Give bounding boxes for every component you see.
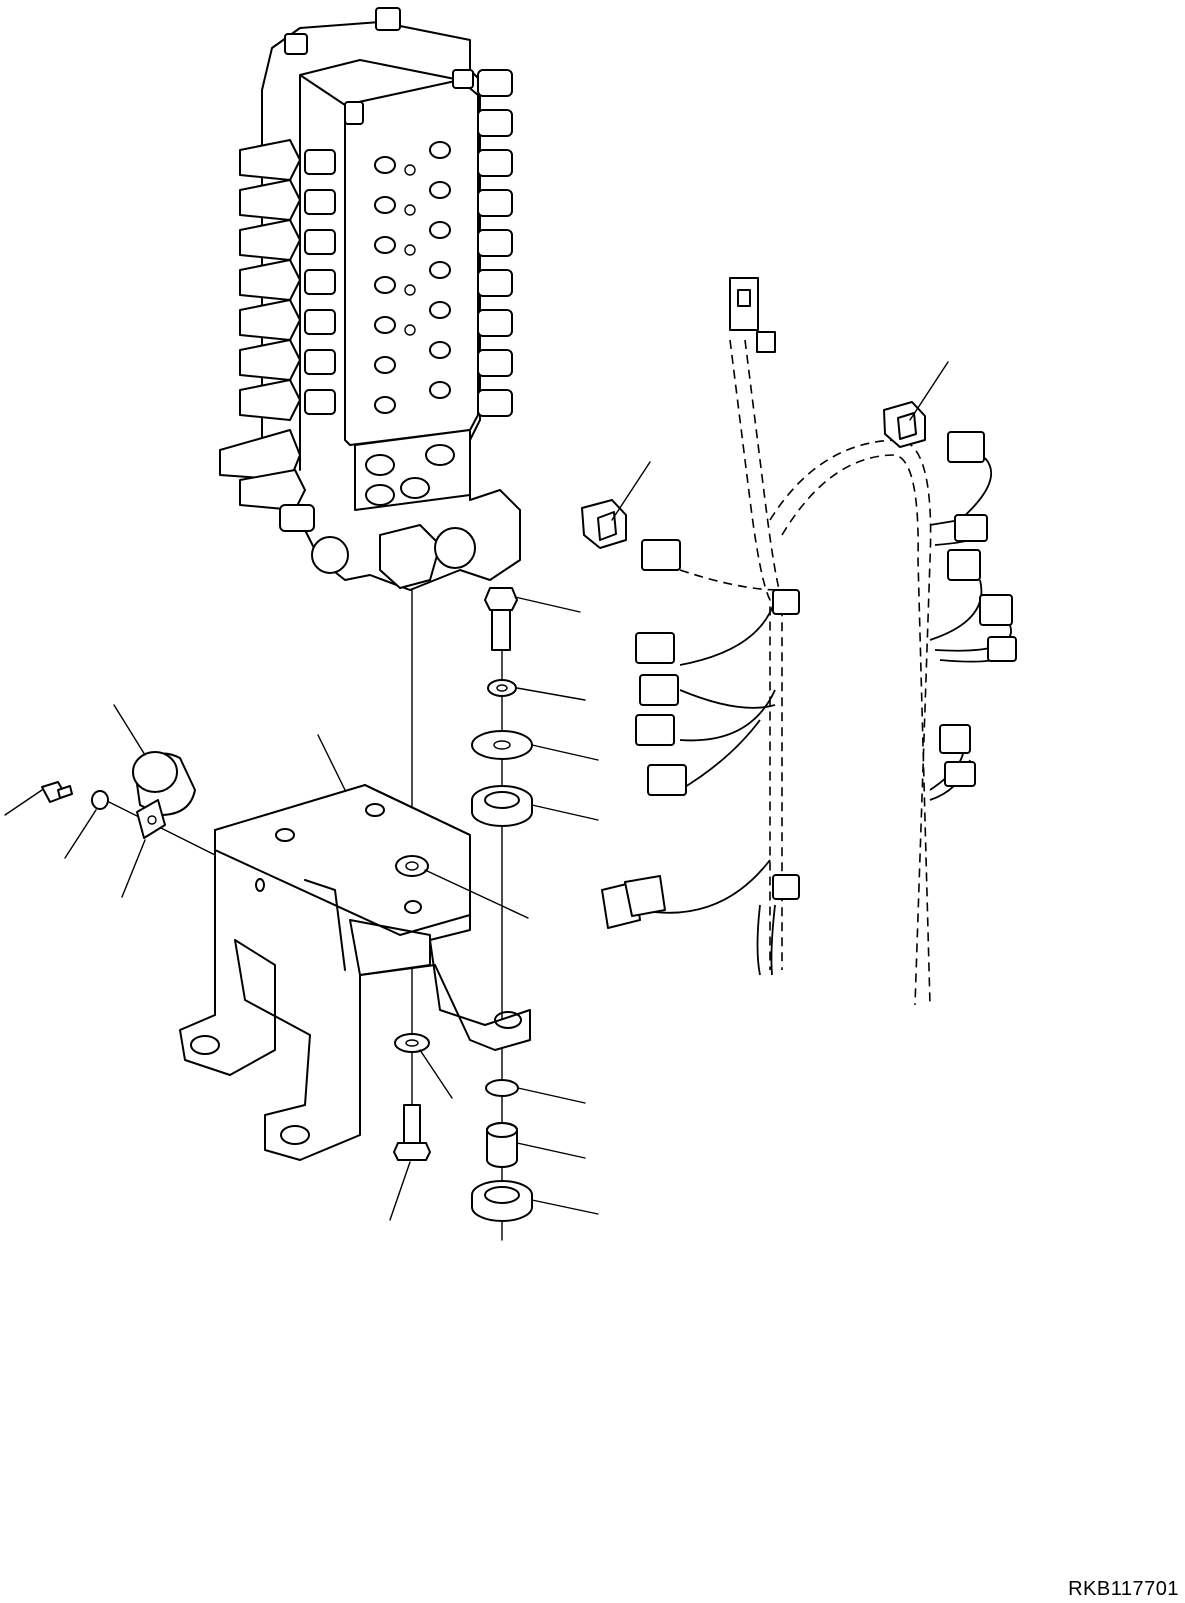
callout-leader-lines [4,361,949,1221]
bracket-washer [395,855,429,877]
lower-bolt-head [393,1142,431,1161]
valve-spool-caps-right [477,69,513,417]
lower-bolt-shank [403,1104,421,1144]
drawing-reference-code: RKB117701 [1068,1578,1179,1600]
mounting-bracket [179,784,531,1161]
connector-cap-left [581,499,627,549]
lower-washer [394,1033,430,1053]
clamp-assembly [41,751,196,839]
o-ring [485,1079,519,1097]
valve-spool-caps-left [219,139,336,532]
harness-sub-connector [756,331,776,353]
harness-connectors-left [601,539,687,929]
harness-connectors-right [939,431,1017,787]
hex-bolt-top [484,587,518,611]
valve-port-holes [374,141,451,414]
collar [486,1122,518,1168]
flat-washer [471,730,533,760]
hardware-stack [471,587,533,1222]
clamp-washer [91,790,109,810]
harness-clip-lower [772,874,800,900]
wiring-harness [601,277,1017,1006]
control-valve-assembly [219,7,521,591]
harness-clip-upper [772,589,800,615]
clamp-tab [136,799,166,839]
spring-washer [487,679,517,697]
